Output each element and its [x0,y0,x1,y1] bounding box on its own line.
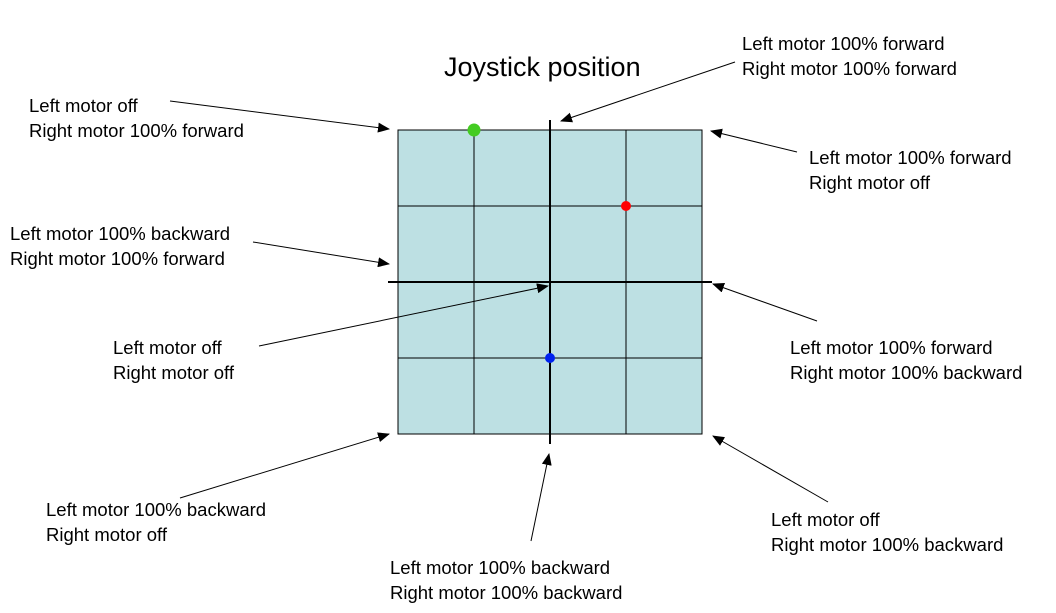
arrow-center [258,283,549,347]
arrow-bottom-left [179,432,390,499]
label-left-line1: Left motor 100% backward [10,223,231,244]
label-bottom-line1: Left motor 100% backward [390,557,611,578]
position-dots [467,123,631,363]
label-top-left: Left motor off Right motor 100% forward [29,93,244,143]
label-top: Left motor 100% forward Right motor 100%… [742,31,957,81]
arrow-top-left [169,100,390,133]
position-dot-2 [621,201,631,211]
arrow-right [712,282,818,322]
label-right-line1: Left motor 100% forward [790,337,993,358]
label-left: Left motor 100% backward Right motor 100… [10,221,230,271]
label-top-left-line1: Left motor off [29,95,138,116]
label-bottom-left-line2: Right motor off [46,524,167,545]
label-bottom-left-line1: Left motor 100% backward [46,499,267,520]
label-bottom-right-line2: Right motor 100% backward [771,534,1004,555]
label-left-line2: Right motor 100% forward [10,248,225,269]
label-right-line2: Right motor 100% backward [790,362,1023,383]
position-dot-3 [545,353,555,363]
label-bottom: Left motor 100% backward Right motor 100… [390,555,622,605]
label-right: Left motor 100% forward Right motor 100%… [790,335,1022,385]
label-top-right-line2: Right motor off [809,172,930,193]
diagram-title: Joystick position [444,52,641,82]
label-top-right-line1: Left motor 100% forward [809,147,1012,168]
label-bottom-left: Left motor 100% backward Right motor off [46,497,266,547]
label-bottom-right-line1: Left motor off [771,509,880,530]
arrow-bottom [530,453,552,542]
label-bottom-line2: Right motor 100% backward [390,582,623,603]
arrow-left [252,241,390,268]
label-top-line2: Right motor 100% forward [742,58,957,79]
arrow-bottom-right [712,435,829,503]
label-center: Left motor off Right motor off [113,335,234,385]
label-top-line1: Left motor 100% forward [742,33,945,54]
label-bottom-right: Left motor off Right motor 100% backward [771,507,1003,557]
arrows [169,61,829,542]
label-center-line2: Right motor off [113,362,234,383]
label-center-line1: Left motor off [113,337,222,358]
label-top-left-line2: Right motor 100% forward [29,120,244,141]
label-top-right: Left motor 100% forward Right motor off [809,145,1012,195]
arrow-top-right [710,128,798,153]
position-dot-1 [467,123,481,137]
arrow-top [560,61,736,123]
